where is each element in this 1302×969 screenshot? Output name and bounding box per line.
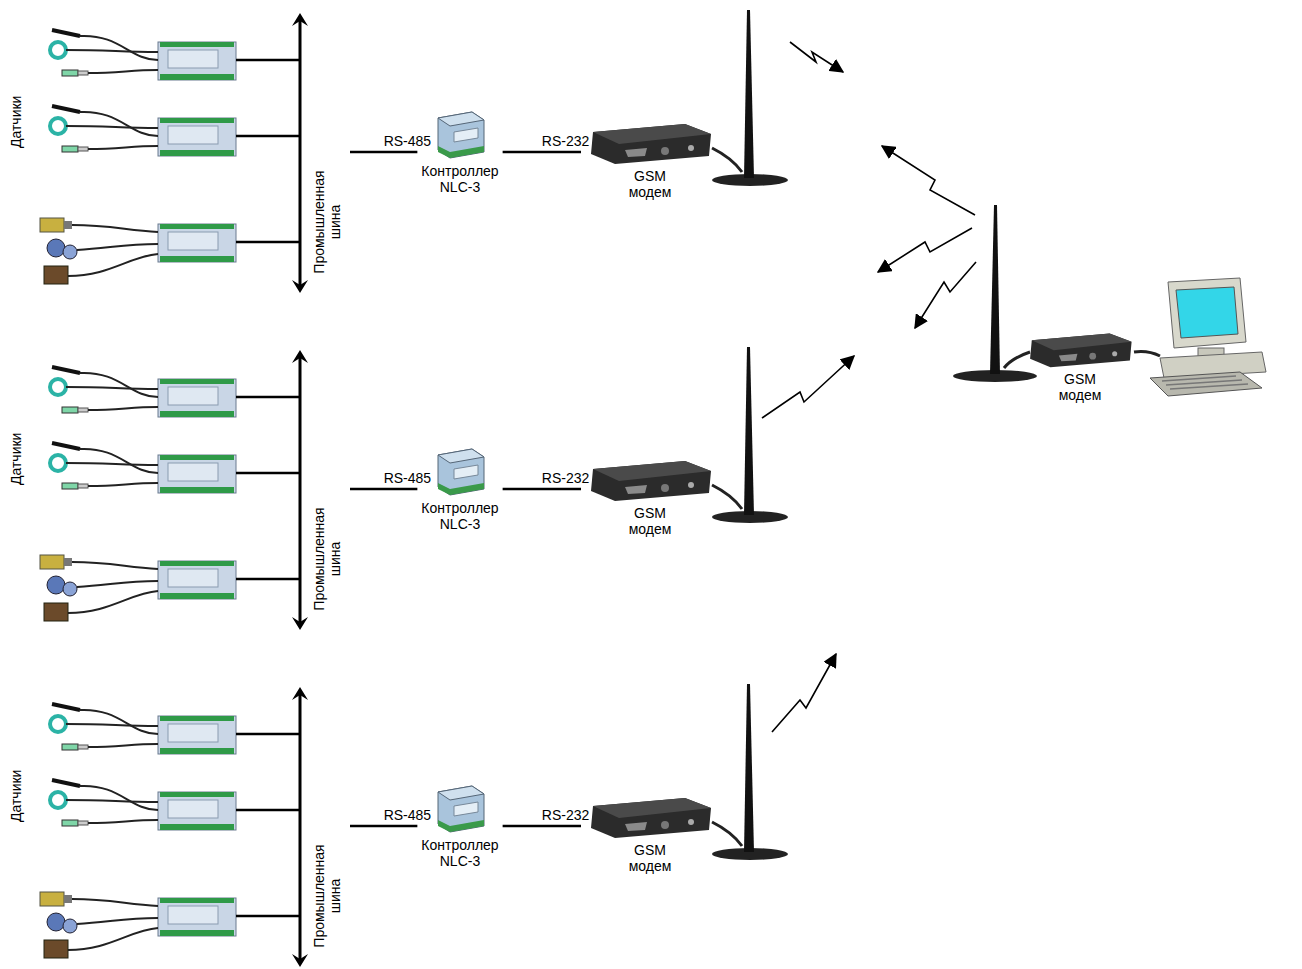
interface-label: RS-485 — [382, 133, 386, 149]
gsm-modem: GSM модем — [1021, 330, 1139, 403]
controller: Контроллер NLC-3 — [417, 782, 502, 869]
bus-label: Промышленная шина — [311, 165, 343, 279]
controller-device — [432, 445, 488, 497]
antenna — [953, 205, 1037, 382]
controller-label: Контроллер NLC-3 — [421, 837, 498, 869]
gsm-modem-device — [585, 457, 715, 502]
interface-label: RS-232 — [540, 133, 544, 149]
serial-link — [503, 151, 581, 154]
industrial-bus: Промышленная шина — [290, 349, 350, 631]
controller-device — [432, 782, 488, 834]
bus-arrow — [290, 686, 310, 968]
interface-label: RS-232 — [540, 470, 544, 486]
serial-link — [503, 488, 581, 491]
interface-label: RS-485 — [382, 807, 386, 823]
controller: Контроллер NLC-3 — [417, 108, 502, 195]
controller-label: Контроллер NLC-3 — [421, 163, 498, 195]
gsm-modem: GSM модем — [581, 120, 719, 200]
gsm-modem-device — [1025, 330, 1135, 368]
gsm-modem-device — [585, 794, 715, 839]
bus-label: Промышленная шина — [311, 839, 343, 953]
modem-label: GSM модем — [629, 168, 672, 200]
gsm-modem-device — [585, 120, 715, 165]
controller-label: Контроллер NLC-3 — [421, 500, 498, 532]
serial-link — [350, 151, 417, 154]
serial-link — [350, 488, 417, 491]
industrial-bus: Промышленная шина — [290, 12, 350, 294]
gsm-modem: GSM модем — [581, 794, 719, 874]
radio-link — [762, 42, 976, 732]
computer — [1134, 278, 1266, 396]
bus-arrow — [290, 349, 310, 631]
bus-label: Промышленная шина — [311, 502, 343, 616]
modem-label: GSM модем — [629, 842, 672, 874]
serial-link — [503, 825, 581, 828]
serial-link — [350, 825, 417, 828]
modem-label: GSM модем — [1059, 371, 1102, 403]
gsm-modem: GSM модем — [581, 457, 719, 537]
modem-label: GSM модем — [629, 505, 672, 537]
controller-device — [432, 108, 488, 160]
bus-arrow — [290, 12, 310, 294]
interface-label: RS-485 — [382, 470, 386, 486]
interface-label: RS-232 — [540, 807, 544, 823]
controller: Контроллер NLC-3 — [417, 445, 502, 532]
industrial-bus: Промышленная шина — [290, 686, 350, 968]
